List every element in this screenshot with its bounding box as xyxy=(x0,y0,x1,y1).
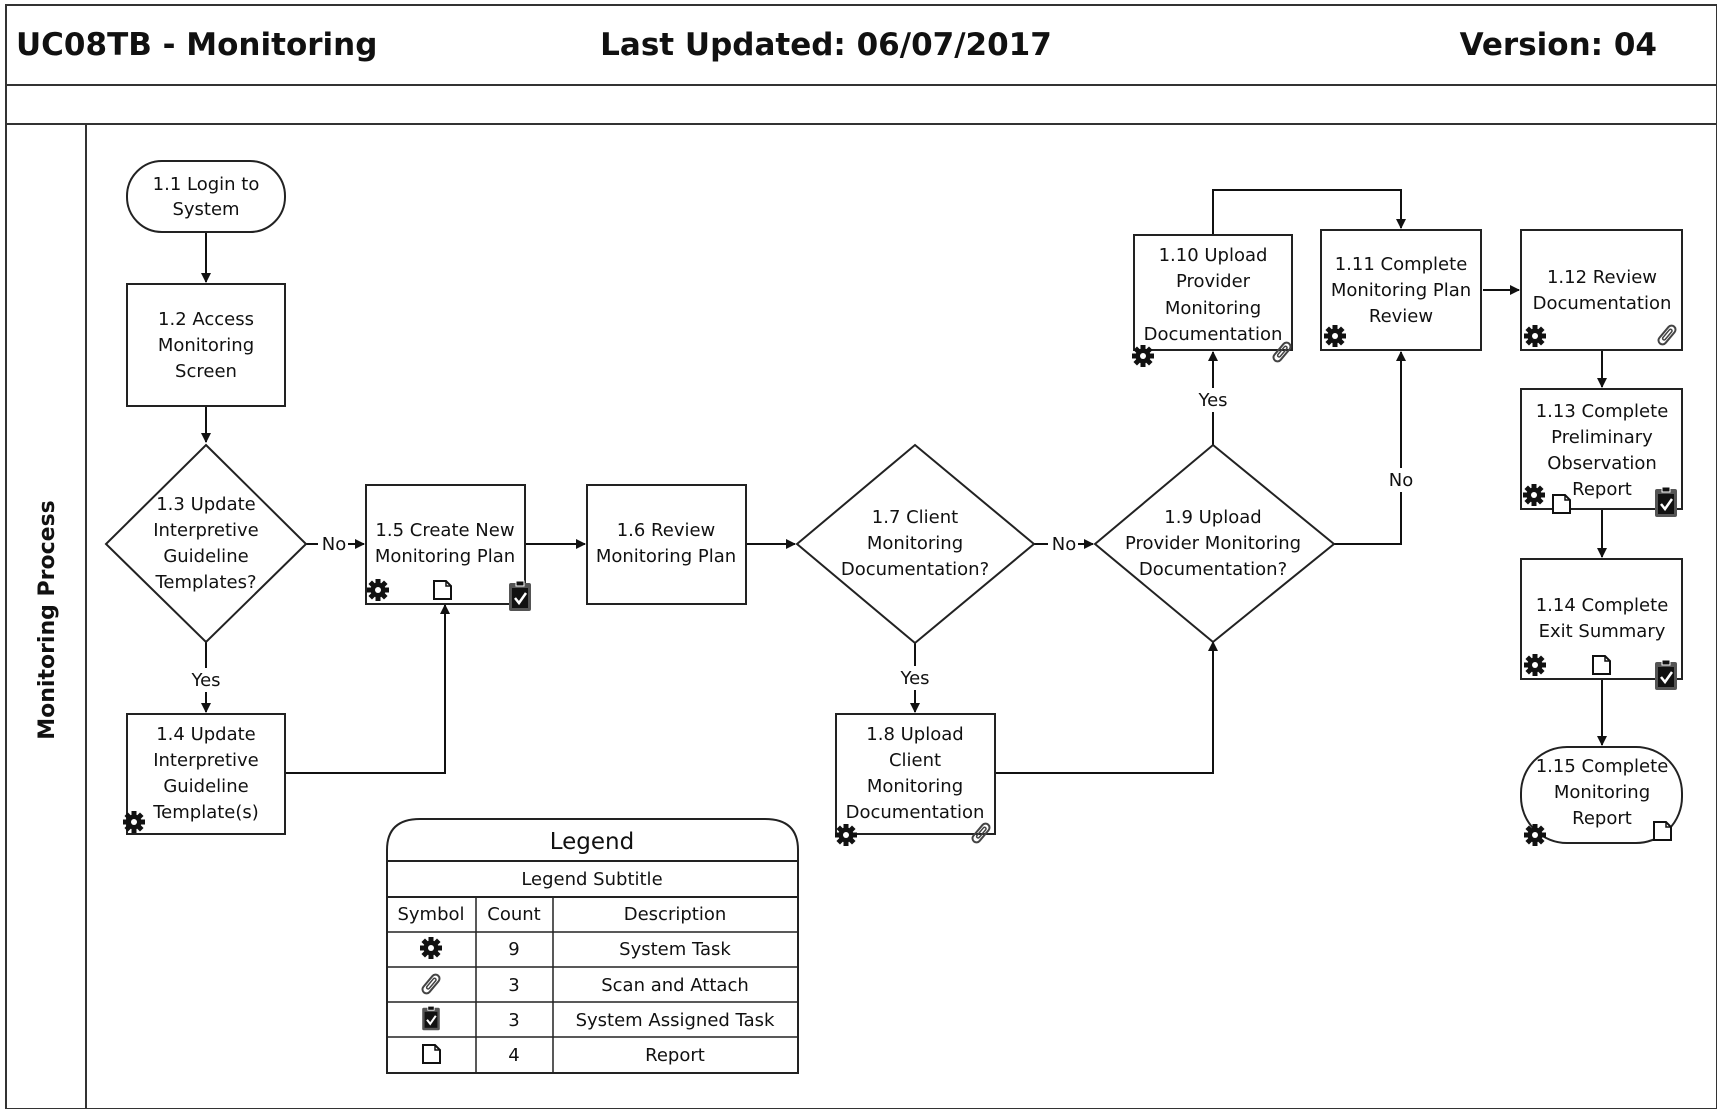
legend-count: 3 xyxy=(508,1010,519,1031)
legend-count: 3 xyxy=(508,975,519,996)
edge-1-4-to-1-5 xyxy=(285,604,450,774)
last-updated: Last Updated: 06/07/2017 xyxy=(600,27,1052,63)
edge-label-yes: Yes xyxy=(190,670,220,691)
gear-icon xyxy=(1524,824,1546,846)
edge-1-8-to-1-9 xyxy=(995,641,1218,774)
clipboard-check-icon xyxy=(421,1005,441,1032)
legend-count: 4 xyxy=(508,1045,519,1066)
legend: Legend Legend Subtitle Symbol Count Desc… xyxy=(386,818,799,1074)
document-icon xyxy=(1653,821,1672,841)
legend-row: 3 Scan and Attach xyxy=(419,972,749,996)
diagram-title: UC08TB - Monitoring xyxy=(16,27,377,63)
legend-subtitle: Legend Subtitle xyxy=(521,869,662,890)
gear-icon xyxy=(1524,654,1546,676)
gear-icon xyxy=(1523,484,1545,506)
edge-label-no: No xyxy=(322,534,346,555)
gear-icon xyxy=(1524,325,1546,347)
edge-1-10-to-1-11 xyxy=(1212,189,1406,235)
clipboard-check-icon xyxy=(1653,485,1679,519)
document-icon xyxy=(433,580,452,600)
legend-description: System Task xyxy=(619,939,731,960)
legend-description: Report xyxy=(645,1045,705,1066)
gear-icon xyxy=(420,937,442,959)
document-icon xyxy=(1592,655,1611,675)
document-icon xyxy=(1552,494,1571,514)
version-label: Version: 04 xyxy=(1460,27,1657,63)
legend-row: 3 System Assigned Task xyxy=(421,1005,775,1032)
gear-icon xyxy=(123,811,145,833)
legend-row: 4 Report xyxy=(422,1044,705,1066)
edge-label-no: No xyxy=(1052,534,1076,555)
gear-icon xyxy=(1132,345,1154,367)
gear-icon xyxy=(367,579,389,601)
legend-col-description: Description xyxy=(624,904,727,925)
legend-row: 9 System Task xyxy=(420,937,731,960)
swimlane-label: Monitoring Process xyxy=(35,500,60,740)
gear-icon xyxy=(835,824,857,846)
legend-col-symbol: Symbol xyxy=(397,904,464,925)
clipboard-check-icon xyxy=(507,579,533,613)
edge-1-9-to-1-11 xyxy=(1334,351,1406,545)
legend-description: System Assigned Task xyxy=(576,1010,775,1031)
legend-col-count: Count xyxy=(487,904,540,925)
legend-title: Legend xyxy=(550,829,635,855)
document-icon xyxy=(422,1044,441,1064)
legend-description: Scan and Attach xyxy=(601,975,749,996)
edge-label-yes: Yes xyxy=(1197,390,1227,411)
edge-label-yes: Yes xyxy=(899,668,929,689)
edge-label-no: No xyxy=(1389,470,1413,491)
legend-count: 9 xyxy=(508,939,519,960)
clipboard-check-icon xyxy=(1653,658,1679,692)
gear-icon xyxy=(1324,325,1346,347)
